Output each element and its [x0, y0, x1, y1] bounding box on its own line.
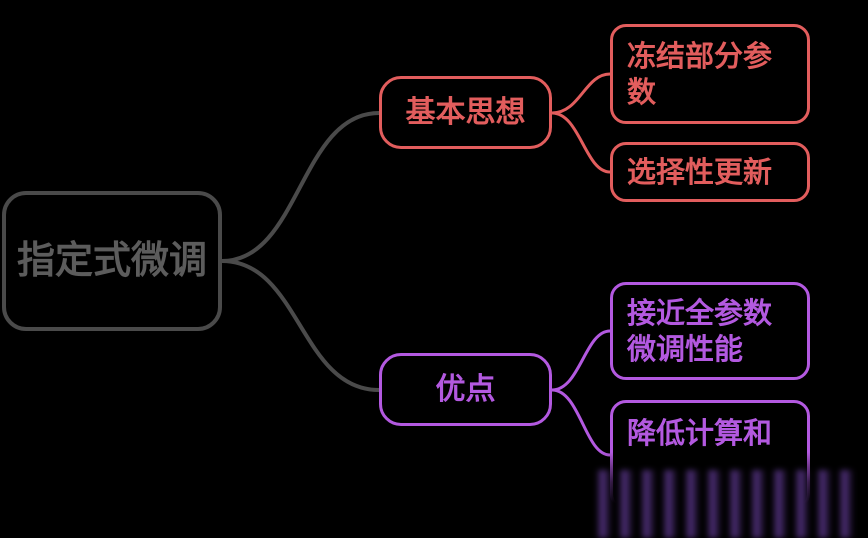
root-node: 指定式微调	[2, 191, 222, 331]
branch-basic-idea-label: 基本思想	[405, 94, 526, 130]
branch-basic-idea: 基本思想	[379, 76, 552, 149]
leaf-near-full-finetune-label: 接近全参数微调性能	[627, 295, 773, 366]
connector-adv-to-near	[551, 329, 611, 392]
leaf-freeze-params-label: 冻结部分参数	[627, 38, 773, 109]
leaf-reduce-cost-label: 降低计算和	[627, 416, 773, 450]
connector-root-to-basic	[221, 111, 380, 263]
bottom-glow-overlay	[590, 470, 860, 538]
root-label: 指定式微调	[16, 238, 207, 283]
connector-basic-to-freeze	[551, 72, 611, 115]
leaf-freeze-params: 冻结部分参数	[610, 24, 810, 124]
connector-basic-to-select	[551, 111, 611, 174]
connector-adv-to-cost	[551, 388, 611, 457]
connector-root-to-advantages	[221, 259, 380, 392]
branch-advantages-label: 优点	[435, 371, 496, 407]
leaf-selective-update-label: 选择性更新	[627, 154, 773, 189]
branch-advantages: 优点	[379, 353, 552, 426]
leaf-near-full-finetune: 接近全参数微调性能	[610, 282, 810, 380]
leaf-selective-update: 选择性更新	[610, 142, 810, 202]
